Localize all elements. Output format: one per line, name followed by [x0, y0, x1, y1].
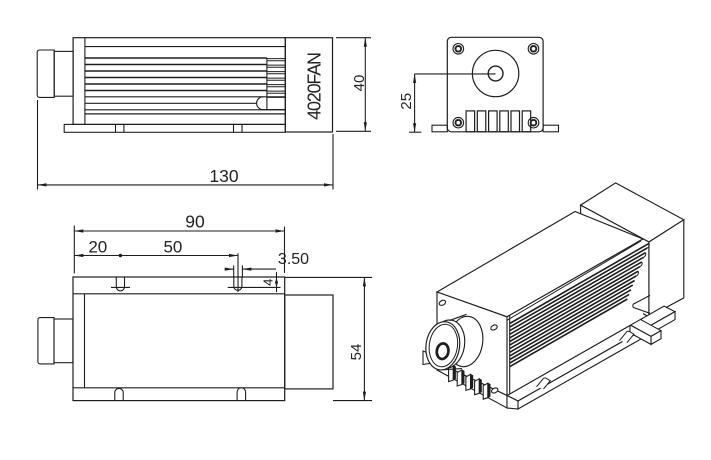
svg-text:130: 130 — [209, 166, 238, 186]
svg-text:4: 4 — [261, 279, 276, 286]
svg-text:90: 90 — [185, 212, 205, 232]
svg-text:50: 50 — [163, 238, 182, 257]
svg-text:20: 20 — [88, 238, 107, 257]
svg-text:54: 54 — [348, 344, 365, 361]
svg-text:4020FAN: 4020FAN — [305, 53, 325, 120]
svg-text:3.50: 3.50 — [278, 251, 309, 268]
svg-text:40: 40 — [351, 75, 368, 92]
svg-text:25: 25 — [398, 93, 415, 110]
